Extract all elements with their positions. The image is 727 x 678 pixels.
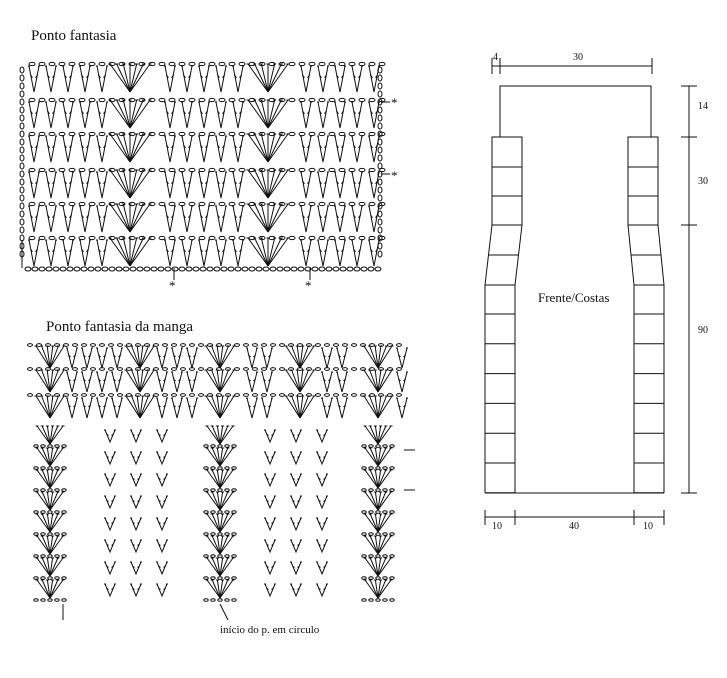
bottom-dim-center: 40 [569, 521, 579, 532]
top-dim-30: 30 [573, 52, 583, 63]
sleeve-start-note: início do p. em círculo [220, 624, 320, 636]
stitch-grid [19, 61, 390, 280]
stitch-pattern-title: Ponto fantasia [31, 28, 117, 44]
repeat-marker: * [391, 95, 398, 110]
sleeve-grid [27, 343, 415, 621]
side-dim-14: 14 [698, 101, 708, 112]
repeat-marker: * [169, 278, 176, 293]
schematic-label: Frente/Costas [538, 290, 610, 305]
repeat-marker: * [391, 168, 398, 183]
side-dim-30: 30 [698, 176, 708, 187]
sleeve-pattern-title: Ponto fantasia da manga [46, 319, 194, 335]
top-dim-4: 4 [493, 52, 498, 63]
bottom-dim-right: 10 [643, 521, 653, 532]
side-dim-90: 90 [698, 325, 708, 336]
bottom-dim-left: 10 [492, 521, 502, 532]
repeat-marker: * [305, 278, 312, 293]
